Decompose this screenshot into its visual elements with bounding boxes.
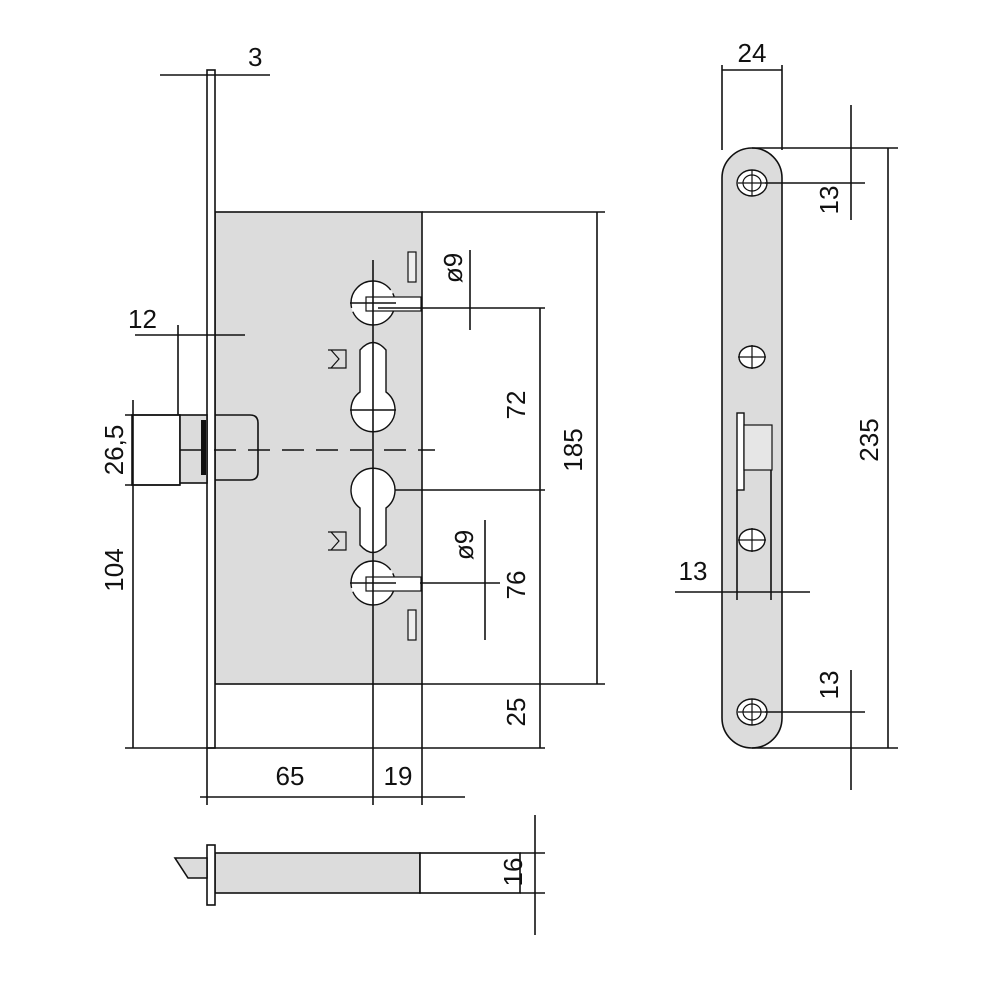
top-stop-icon bbox=[407, 251, 417, 283]
dim-latch-to-bottom: 104 bbox=[99, 548, 129, 591]
latch-outline bbox=[131, 414, 181, 486]
dim-latch-height: 26,5 bbox=[99, 425, 129, 476]
dim-bottom-screw-offset: 13 bbox=[814, 671, 844, 700]
latch-slot bbox=[736, 412, 745, 491]
latch-housing bbox=[215, 414, 259, 481]
dim-bottom-hole-diameter: ø9 bbox=[449, 530, 479, 560]
dim-body-height: 185 bbox=[558, 428, 588, 471]
dim-hole-offset: 19 bbox=[384, 761, 413, 791]
dim-latch-projection: 12 bbox=[128, 304, 157, 334]
dim-top-screw-offset: 13 bbox=[814, 186, 844, 215]
screw-icons bbox=[736, 169, 768, 726]
dim-hole-to-bottom: 25 bbox=[501, 698, 531, 727]
bolt-tail bbox=[419, 852, 521, 894]
dim-top-hole-diameter: ø9 bbox=[438, 253, 468, 283]
dim-backset: 65 bbox=[276, 761, 305, 791]
bolt-tip bbox=[173, 857, 208, 879]
lower-bracket-icon bbox=[328, 531, 347, 551]
bottom-stop-icon bbox=[407, 609, 417, 641]
front-view: 3 12 26,5 104 65 19 ø9 ø9 72 185 25 76 bbox=[99, 42, 605, 805]
dim-faceplate-length: 235 bbox=[854, 418, 884, 461]
bottom-view: 16 bbox=[173, 815, 545, 935]
dim-center-distance: 72 bbox=[501, 391, 531, 420]
bolt-body bbox=[214, 852, 421, 894]
side-view: 24 13 235 13 13 bbox=[675, 38, 898, 790]
dim-faceplate-width: 24 bbox=[738, 38, 767, 68]
bottom-follower bbox=[365, 576, 422, 592]
screw-icon bbox=[738, 345, 766, 369]
lock-body bbox=[214, 211, 423, 685]
screw-icon bbox=[738, 528, 766, 552]
upper-bracket-icon bbox=[328, 349, 347, 369]
screw-icon bbox=[736, 698, 768, 726]
dim-bolt-width: 16 bbox=[498, 858, 528, 887]
latch-window bbox=[743, 424, 773, 471]
faceplate-edge bbox=[206, 69, 216, 749]
latch-face bbox=[201, 420, 206, 475]
dim-lower-hole-distance: 76 bbox=[501, 571, 531, 600]
bolt-flange bbox=[206, 844, 216, 906]
top-follower bbox=[365, 296, 422, 312]
dim-faceplate-thickness: 3 bbox=[248, 42, 262, 72]
screw-icon bbox=[736, 169, 768, 197]
dim-latch-slot-width: 13 bbox=[679, 556, 708, 586]
